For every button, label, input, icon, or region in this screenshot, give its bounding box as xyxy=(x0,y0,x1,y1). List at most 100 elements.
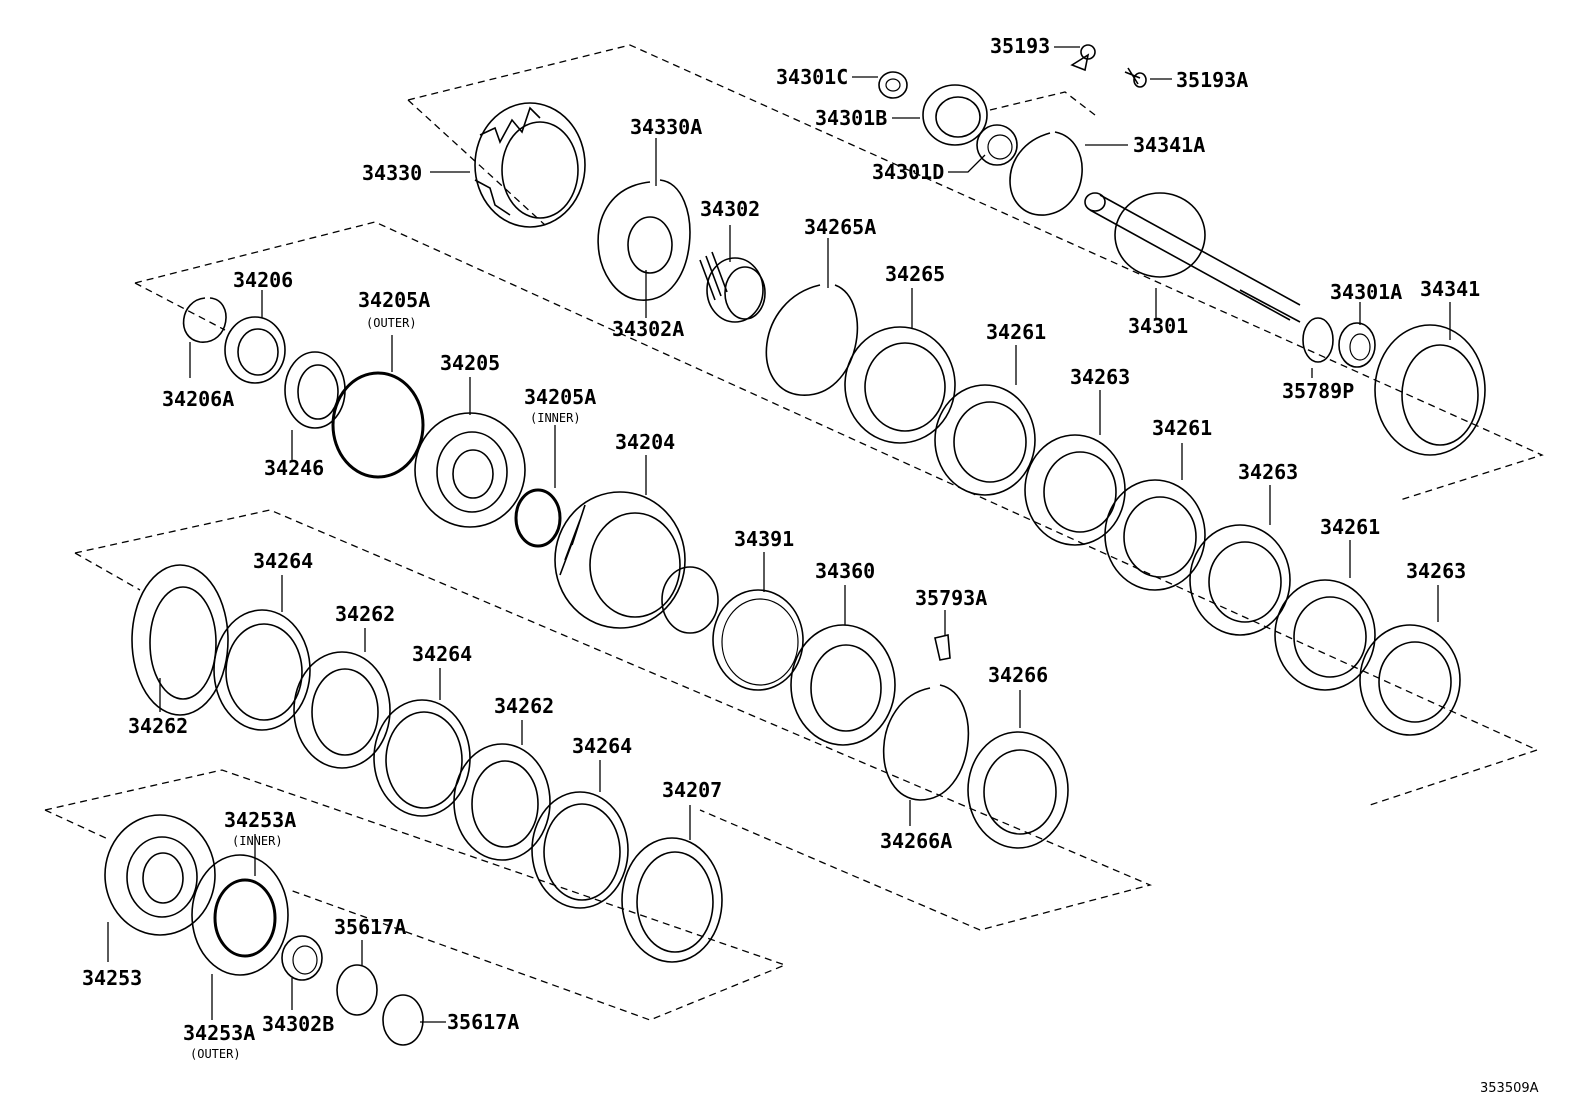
part-35193A xyxy=(1124,67,1147,88)
group-outline-second-inner xyxy=(134,282,226,331)
label-inner-note-1: (INNER) xyxy=(530,411,581,425)
diagram-code: 353509A xyxy=(1480,1081,1539,1096)
label-34341: 34341 xyxy=(1420,277,1480,301)
part-34302B xyxy=(281,935,323,981)
group-outline-second xyxy=(134,221,1539,806)
label-34263-3: 34263 xyxy=(1406,559,1466,583)
part-34263-3 xyxy=(1359,624,1461,736)
label-34261-2: 34261 xyxy=(1152,416,1212,440)
label-35617A-1: 35617A xyxy=(334,915,406,939)
label-outer-note-2: (OUTER) xyxy=(190,1047,241,1061)
part-34264-2 xyxy=(373,699,471,817)
part-34253A xyxy=(191,854,289,976)
label-34205: 34205 xyxy=(440,351,500,375)
label-34262-3: 34262 xyxy=(494,694,554,718)
part-34302A xyxy=(627,216,673,274)
part-34205 xyxy=(414,412,526,528)
label-34264-2: 34264 xyxy=(412,642,472,666)
label-34206: 34206 xyxy=(233,268,293,292)
part-35193 xyxy=(1070,44,1096,72)
label-34266A: 34266A xyxy=(880,829,952,853)
label-34301: 34301 xyxy=(1128,314,1188,338)
label-34204: 34204 xyxy=(615,430,675,454)
label-34264-1: 34264 xyxy=(253,549,313,573)
label-35193A: 35193A xyxy=(1176,68,1248,92)
group-outline-bottom-inner xyxy=(44,809,111,841)
part-34207 xyxy=(621,837,723,963)
label-34253A-inner: 34253A xyxy=(224,808,296,832)
part-35793A xyxy=(934,634,951,661)
part-34253 xyxy=(104,814,216,936)
label-34246: 34246 xyxy=(264,456,324,480)
label-35793A: 35793A xyxy=(915,586,987,610)
group-outline-third xyxy=(74,509,1152,931)
group-outlines xyxy=(44,44,1544,1021)
label-outer-note-1: (OUTER) xyxy=(366,316,417,330)
label-34302B: 34302B xyxy=(262,1012,334,1036)
label-34264-3: 34264 xyxy=(572,734,632,758)
part-34330A xyxy=(597,179,691,301)
label-34261-3: 34261 xyxy=(1320,515,1380,539)
part-34206 xyxy=(224,316,286,384)
part-34302 xyxy=(699,251,766,323)
part-34341A xyxy=(1009,131,1083,216)
part-34265 xyxy=(844,326,956,444)
label-34301C: 34301C xyxy=(776,65,848,89)
part-drawings xyxy=(104,44,1486,1046)
label-34301D: 34301D xyxy=(872,160,944,184)
label-34206A: 34206A xyxy=(162,387,234,411)
part-34263-1 xyxy=(1024,434,1126,546)
label-34330A: 34330A xyxy=(630,115,702,139)
part-35789P xyxy=(1302,317,1334,363)
label-34207: 34207 xyxy=(662,778,722,802)
label-35617A-2: 35617A xyxy=(447,1010,519,1034)
label-34302A: 34302A xyxy=(612,317,684,341)
group-outline-top xyxy=(407,44,1544,501)
label-34360: 34360 xyxy=(815,559,875,583)
label-34263-1: 34263 xyxy=(1070,365,1130,389)
label-35193: 35193 xyxy=(990,34,1050,58)
label-34302: 34302 xyxy=(700,197,760,221)
part-34206A xyxy=(182,297,227,343)
part-34301C xyxy=(878,71,908,99)
label-34205A-inner: 34205A xyxy=(524,385,596,409)
part-34262-1 xyxy=(131,564,229,716)
part-34261-3 xyxy=(1274,579,1376,691)
part-34391 xyxy=(712,589,804,691)
label-35789P: 35789P xyxy=(1282,379,1354,403)
label-34262-2: 34262 xyxy=(335,602,395,626)
leader-lines xyxy=(107,46,1451,1023)
label-34253A-outer: 34253A xyxy=(183,1021,255,1045)
part-34266A xyxy=(882,684,970,801)
part-34262-2 xyxy=(293,651,391,769)
part-34262-3 xyxy=(453,743,551,861)
label-34391: 34391 xyxy=(734,527,794,551)
label-34205A-outer: 34205A xyxy=(358,288,430,312)
part-35617A-1 xyxy=(336,964,378,1016)
part-34264-1 xyxy=(213,609,311,731)
part-34266 xyxy=(967,731,1069,849)
group-outline-top-inner xyxy=(407,91,1096,226)
part-34301D xyxy=(976,124,1018,166)
label-34262-1: 34262 xyxy=(128,714,188,738)
part-35617A-2 xyxy=(382,994,424,1046)
label-34265: 34265 xyxy=(885,262,945,286)
group-outline-bottom xyxy=(44,769,787,1021)
label-34301A: 34301A xyxy=(1330,280,1402,304)
part-34301B xyxy=(922,84,988,146)
label-34261-1: 34261 xyxy=(986,320,1046,344)
label-34253: 34253 xyxy=(82,966,142,990)
part-34265A xyxy=(765,284,859,396)
label-inner-note-2: (INNER) xyxy=(232,834,283,848)
part-34205A-inner xyxy=(514,488,562,548)
part-34330 xyxy=(474,102,586,228)
part-34301 xyxy=(1084,192,1301,323)
label-34265A: 34265A xyxy=(804,215,876,239)
part-34263-2 xyxy=(1189,524,1291,636)
part-34261-1 xyxy=(934,384,1036,496)
part-34246 xyxy=(284,351,346,429)
part-34301A xyxy=(1338,322,1376,368)
part-34204 xyxy=(554,491,719,634)
label-34266: 34266 xyxy=(988,663,1048,687)
